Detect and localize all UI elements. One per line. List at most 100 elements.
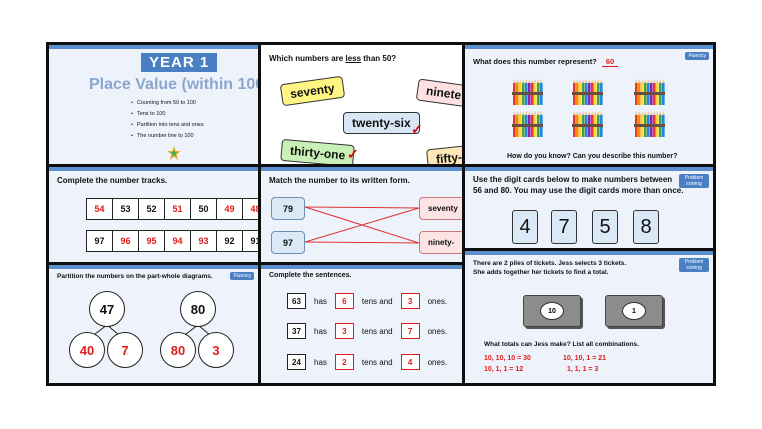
- part-circle: 7: [107, 332, 143, 368]
- word-box[interactable]: seventy: [419, 197, 462, 220]
- track-cell: 92: [216, 230, 243, 252]
- track-cell: 53: [112, 198, 139, 220]
- digit-card[interactable]: 7: [551, 210, 577, 244]
- slide-top-bar: [261, 167, 462, 171]
- tens-answer[interactable]: 6: [334, 293, 354, 309]
- slide-sentences[interactable]: Complete the sentences. 63 has 6 tens an…: [261, 265, 462, 383]
- slide-number-represent[interactable]: Fluency What does this number represent?…: [465, 45, 713, 164]
- slide-top-bar: [261, 265, 462, 269]
- ticket-pile[interactable]: 10: [523, 295, 581, 327]
- track-cell: 52: [138, 198, 165, 220]
- track-cell[interactable]: 94: [164, 230, 191, 252]
- digit-card[interactable]: 5: [592, 210, 618, 244]
- has-text: has: [314, 326, 327, 336]
- word-card[interactable]: fifty-f: [425, 144, 462, 164]
- topic-item: Partition into tens and ones: [131, 122, 204, 128]
- word-box[interactable]: ninety-: [419, 231, 462, 254]
- slide-grid: YEAR 1 Place Value (within 100) Counting…: [46, 42, 716, 386]
- part-circle: 3: [198, 332, 234, 368]
- slide-footer-question: How do you know? Can you describe this n…: [507, 153, 678, 160]
- slide-tickets[interactable]: Problem solving There are 2 piles of tic…: [465, 251, 713, 383]
- track-cell[interactable]: 95: [138, 230, 165, 252]
- slide-question: Which numbers are less than 50?: [269, 54, 396, 63]
- ones-text: ones.: [427, 296, 448, 306]
- answer-value: 60: [601, 57, 619, 67]
- combination: 10, 1, 1 = 12: [484, 366, 524, 373]
- slide-question-line-2: 56 and 80. You may use the digit cards m…: [473, 186, 684, 195]
- number-box: 37: [287, 323, 306, 339]
- slide-question: Complete the sentences.: [269, 272, 352, 279]
- star-logo-icon: [167, 146, 181, 160]
- slide-text-line-2: She adds together her tickets to find a …: [473, 269, 609, 276]
- slide-part-whole[interactable]: Fluency Partition the numbers on the par…: [49, 265, 258, 383]
- pencil-bundle-icon: [572, 111, 603, 137]
- track-cell[interactable]: 51: [164, 198, 191, 220]
- pencil-bundles: [512, 79, 665, 137]
- topic-item: The number line to 100: [131, 133, 204, 139]
- has-text: has: [314, 357, 327, 367]
- track-cell[interactable]: 93: [190, 230, 217, 252]
- slide-question: Complete the number tracks.: [57, 176, 168, 185]
- has-text: has: [314, 296, 327, 306]
- slide-question: Partition the numbers on the part-whole …: [57, 273, 213, 280]
- question-text-end: than 50?: [361, 54, 397, 63]
- problem-solving-tag: Problem solving: [679, 258, 709, 272]
- word-card[interactable]: seventy: [279, 75, 345, 107]
- word-card[interactable]: twenty-six: [343, 112, 420, 134]
- tens-answer[interactable]: 3: [334, 323, 354, 339]
- slide-match-written[interactable]: Match the number to its written form. 79…: [261, 167, 462, 262]
- slide-title[interactable]: YEAR 1 Place Value (within 100) Counting…: [49, 45, 258, 164]
- slide-less-than-50[interactable]: Which numbers are less than 50? seventy …: [261, 45, 462, 164]
- track-cell[interactable]: 49: [216, 198, 243, 220]
- ticket-pile[interactable]: 1: [605, 295, 663, 327]
- combination: 10, 10, 1 = 21: [563, 355, 607, 362]
- word-card[interactable]: thirty-one: [280, 138, 356, 164]
- digit-card[interactable]: 4: [512, 210, 538, 244]
- slide-question: Match the number to its written form.: [269, 176, 410, 185]
- track-cell[interactable]: 96: [112, 230, 139, 252]
- ticket-value: 10: [540, 302, 564, 320]
- track-cell[interactable]: 48: [242, 198, 258, 220]
- tick-icon: ✓: [411, 121, 423, 137]
- tick-icon: ✓: [347, 146, 359, 162]
- ones-text: ones.: [427, 357, 448, 367]
- pencil-bundle-icon: [572, 79, 603, 105]
- part-circle: 40: [69, 332, 105, 368]
- sentence-row: 24 has 2 tens and 4 ones.: [287, 354, 455, 370]
- ones-answer[interactable]: 3: [400, 293, 420, 309]
- part-circle: 80: [160, 332, 196, 368]
- digit-card[interactable]: 8: [633, 210, 659, 244]
- fluency-tag: Fluency: [685, 52, 709, 60]
- slide-question: What does this number represent? 60: [473, 57, 619, 67]
- slide-top-bar: [49, 45, 258, 49]
- pencil-bundle-icon: [634, 111, 665, 137]
- question-text: Which numbers are: [269, 54, 346, 63]
- ones-answer[interactable]: 7: [400, 323, 420, 339]
- number-box: 63: [287, 293, 306, 309]
- problem-solving-tag: Problem solving: [679, 174, 709, 188]
- tens-answer[interactable]: 2: [334, 354, 354, 370]
- tens-and-text: tens and: [361, 326, 393, 336]
- sentence-row: 63 has 6 tens and 3 ones.: [287, 293, 455, 309]
- number-box[interactable]: 97: [271, 231, 305, 254]
- topic-list: Counting from 50 to 100 Tens to 100 Part…: [131, 100, 204, 144]
- slide-question-line-1: Use the digit cards below to make number…: [473, 175, 673, 184]
- track-cell: 91: [242, 230, 258, 252]
- question-text: What does this number represent?: [473, 57, 597, 66]
- number-box[interactable]: 79: [271, 197, 305, 220]
- tens-and-text: tens and: [361, 357, 393, 367]
- pencil-bundle-icon: [512, 79, 543, 105]
- fluency-tag: Fluency: [230, 272, 254, 280]
- whole-circle: 80: [180, 291, 216, 327]
- slide-heading: Place Value (within 100): [89, 76, 258, 93]
- word-card[interactable]: ninete: [415, 78, 462, 108]
- ones-answer[interactable]: 4: [400, 354, 420, 370]
- slide-digit-cards[interactable]: Problem solving Use the digit cards belo…: [465, 167, 713, 248]
- track-cell[interactable]: 54: [86, 198, 113, 220]
- year-badge: YEAR 1: [141, 53, 218, 72]
- whole-circle: 47: [89, 291, 125, 327]
- question-underlined: less: [345, 54, 362, 63]
